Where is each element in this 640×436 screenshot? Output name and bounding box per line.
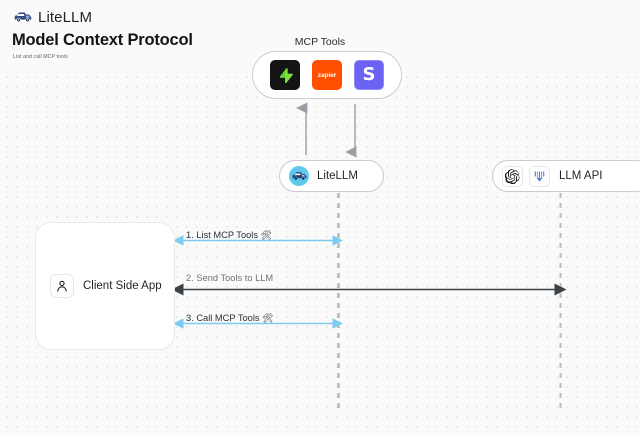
anthropic-icon — [529, 165, 550, 187]
litellm-avatar-icon — [289, 166, 309, 186]
node-client-side-app[interactable]: Client Side App — [35, 222, 175, 350]
arrow-label-step-3: 3. Call MCP Tools 🛠 — [186, 313, 274, 324]
node-litellm[interactable]: LiteLLM — [279, 160, 384, 192]
node-litellm-label: LiteLLM — [317, 170, 358, 182]
mcp-tools-label: MCP Tools — [294, 36, 346, 48]
tools-emoji-icon: 🛠 — [260, 231, 273, 241]
supabase-tool-icon[interactable] — [270, 60, 300, 90]
arrow-label-step-1-text: 1. List MCP Tools — [186, 230, 258, 240]
node-client-side-app-label: Client Side App — [83, 280, 162, 292]
page-title: Model Context Protocol — [12, 31, 193, 49]
truck-icon — [14, 12, 32, 22]
openai-flower-icon — [505, 168, 520, 184]
truck-icon — [292, 172, 306, 180]
tools-emoji-icon: 🛠 — [262, 314, 274, 324]
page-subtitle: List and call MCP tools — [13, 54, 68, 60]
zapier-label: zapier — [317, 71, 337, 79]
arrow-cluster-icon — [534, 171, 544, 182]
node-llm-api-label: LLM API — [559, 170, 603, 182]
node-llm-api[interactable]: LLM API — [492, 160, 640, 192]
supabase-triangle-icon — [279, 67, 293, 83]
mcp-tools-group: zapier S — [252, 51, 402, 99]
arrow-label-step-2: 2. Send Tools to LLM — [186, 273, 273, 283]
openai-icon — [502, 165, 523, 187]
zapier-tool-icon[interactable]: zapier — [312, 60, 342, 90]
arrow-label-step-2-text: 2. Send Tools to LLM — [186, 273, 274, 283]
brand-logo: LiteLLM — [14, 6, 92, 28]
brand-name: LiteLLM — [38, 8, 93, 26]
arrow-label-step-1: 1. List MCP Tools 🛠 — [186, 230, 272, 241]
slack-tool-icon[interactable]: S — [354, 60, 384, 90]
slack-label: S — [362, 64, 376, 85]
arrow-label-step-3-text: 3. Call MCP Tools — [186, 313, 260, 323]
person-glyph — [57, 280, 67, 292]
person-icon — [50, 274, 74, 298]
